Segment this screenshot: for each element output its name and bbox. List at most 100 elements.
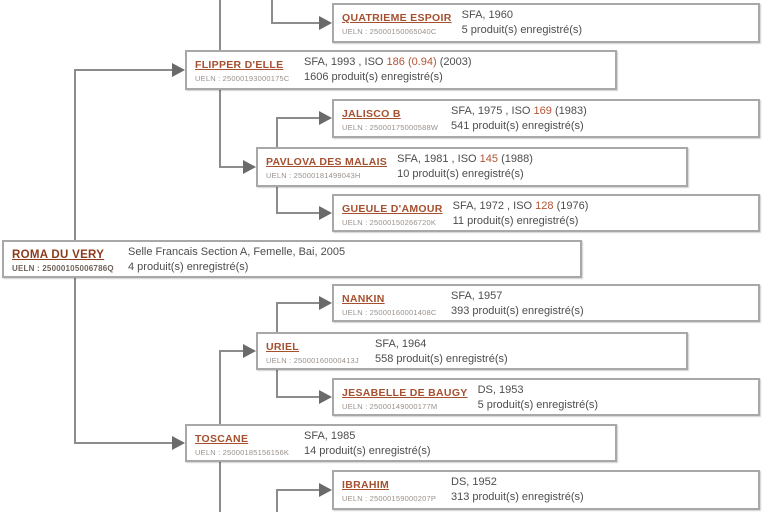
node-details: DS, 1952 313 produit(s) enregistré(s) (451, 475, 584, 505)
node-identity: JESABELLE DE BAUGY UELN : 25000149000177… (342, 383, 468, 412)
horse-products-count: 393 produit(s) enregistré(s) (451, 305, 584, 317)
horse-info: SFA, 1985 (304, 430, 356, 442)
arrow-icon (172, 63, 185, 77)
horse-name-link[interactable]: JALISCO B (342, 108, 401, 120)
horse-ueln: UELN : 25000185156156K (195, 448, 290, 457)
horse-products-count: 10 produit(s) enregistré(s) (397, 168, 524, 180)
node-uriel: URIEL UELN : 25000160000413J SFA, 1964 5… (256, 332, 688, 370)
horse-ueln: UELN : 25000193000175C (195, 74, 290, 83)
node-nankin: NANKIN UELN : 25000160001408C SFA, 1957 … (332, 284, 760, 322)
node-details: Selle Francais Section A, Femelle, Bai, … (128, 245, 345, 275)
connector-hline (219, 350, 243, 352)
node-identity: QUATRIEME ESPOIR UELN : 25000150065040C (342, 8, 452, 37)
node-identity: PAVLOVA DES MALAIS UELN : 25000181499043… (266, 152, 387, 181)
horse-name-link[interactable]: NANKIN (342, 293, 385, 305)
node-details: SFA, 1993 , ISO 186 (0.94) (2003) 1606 p… (304, 55, 472, 85)
node-details: SFA, 1964 558 produit(s) enregistré(s) (375, 337, 508, 367)
horse-name-link[interactable]: ROMA DU VERY (12, 249, 105, 261)
arrow-icon (319, 111, 332, 125)
node-quatrieme-espoir: QUATRIEME ESPOIR UELN : 25000150065040C … (332, 3, 760, 43)
horse-products-count: 14 produit(s) enregistré(s) (304, 445, 431, 457)
horse-name-link[interactable]: IBRAHIM (342, 479, 390, 491)
node-identity: IBRAHIM UELN : 25000159000207P (342, 475, 441, 504)
horse-info: SFA, 1972 , ISO 128 (1976) (452, 200, 589, 212)
connector-vline (219, 0, 221, 50)
horse-name-link[interactable]: QUATRIEME ESPOIR (342, 12, 452, 24)
horse-info: DS, 1952 (451, 476, 497, 488)
horse-products-count: 11 produit(s) enregistré(s) (452, 215, 579, 227)
horse-name-link[interactable]: TOSCANE (195, 433, 249, 445)
node-roma-du-very-root: ROMA DU VERY UELN : 25000105006786Q Sell… (2, 240, 582, 278)
horse-info: SFA, 1960 (461, 9, 513, 21)
connector-vline (276, 118, 278, 147)
node-details: SFA, 1960 5 produit(s) enregistré(s) (462, 8, 582, 38)
horse-ueln: UELN : 25000150266720K (342, 218, 437, 227)
node-details: SFA, 1985 14 produit(s) enregistré(s) (304, 429, 431, 459)
horse-products-count: 558 produit(s) enregistré(s) (375, 353, 508, 365)
connector-vline (74, 70, 76, 240)
horse-info: SFA, 1964 (375, 338, 427, 350)
horse-info: DS, 1953 (477, 384, 524, 396)
horse-name-link[interactable]: FLIPPER D'ELLE (195, 59, 284, 71)
arrow-icon (319, 483, 332, 497)
horse-info: SFA, 1957 (451, 290, 503, 302)
connector-vline (219, 462, 221, 512)
connector-hline (74, 442, 172, 444)
connector-hline (276, 302, 319, 304)
horse-products-count: 4 produit(s) enregistré(s) (128, 261, 249, 273)
horse-ueln: UELN : 25000160000413J (266, 356, 359, 365)
arrow-icon (319, 16, 332, 30)
node-identity: FLIPPER D'ELLE UELN : 25000193000175C (195, 55, 294, 84)
node-details: DS, 1953 5 produit(s) enregistré(s) (478, 383, 598, 413)
connector-hline (276, 396, 319, 398)
horse-info: SFA, 1981 , ISO 145 (1988) (397, 153, 533, 165)
node-details: SFA, 1981 , ISO 145 (1988) 10 produit(s)… (397, 152, 533, 182)
horse-ueln: UELN : 25000175000588W (342, 123, 439, 132)
horse-name-link[interactable]: URIEL (266, 341, 299, 353)
node-jalisco-b: JALISCO B UELN : 25000175000588W SFA, 19… (332, 99, 760, 138)
node-ibrahim: IBRAHIM UELN : 25000159000207P DS, 1952 … (332, 470, 760, 510)
connector-hline (219, 166, 243, 168)
connector-vline (219, 90, 221, 168)
arrow-icon (319, 296, 332, 310)
horse-ueln: UELN : 25000149000177M (342, 402, 438, 411)
node-identity: NANKIN UELN : 25000160001408C (342, 289, 441, 318)
connector-hline (276, 117, 319, 119)
node-details: SFA, 1975 , ISO 169 (1983) 541 produit(s… (451, 104, 587, 134)
horse-ueln: UELN : 25000181499043H (266, 171, 361, 180)
node-toscane: TOSCANE UELN : 25000185156156K SFA, 1985… (185, 424, 617, 462)
arrow-icon (319, 206, 332, 220)
node-identity: JALISCO B UELN : 25000175000588W (342, 104, 441, 133)
horse-info: Selle Francais Section A, Femelle, Bai, … (128, 246, 346, 258)
connector-vline (276, 490, 278, 512)
horse-ueln: UELN : 25000160001408C (342, 308, 437, 317)
horse-ueln: UELN : 25000150065040C (342, 27, 437, 36)
connector-hline (271, 22, 319, 24)
horse-products-count: 5 produit(s) enregistré(s) (477, 399, 599, 411)
node-jesabelle-de-baugy: JESABELLE DE BAUGY UELN : 25000149000177… (332, 378, 760, 416)
node-identity: URIEL UELN : 25000160000413J (266, 337, 365, 366)
horse-info: SFA, 1975 , ISO 169 (1983) (451, 105, 587, 117)
connector-vline (271, 0, 273, 24)
node-flipper-d-elle: FLIPPER D'ELLE UELN : 25000193000175C SF… (185, 50, 617, 90)
horse-info: SFA, 1993 , ISO 186 (0.94) (2003) (304, 56, 472, 68)
horse-name-link[interactable]: GUEULE D'AMOUR (342, 203, 443, 215)
connector-vline (276, 370, 278, 398)
horse-ueln: UELN : 25000105006786Q (12, 264, 114, 273)
horse-products-count: 541 produit(s) enregistré(s) (451, 120, 584, 132)
node-details: SFA, 1972 , ISO 128 (1976) 11 produit(s)… (453, 199, 589, 229)
horse-products-count: 5 produit(s) enregistré(s) (461, 24, 583, 36)
connector-vline (276, 303, 278, 332)
horse-products-count: 1606 produit(s) enregistré(s) (304, 71, 443, 83)
horse-name-link[interactable]: PAVLOVA DES MALAIS (266, 156, 388, 168)
connector-vline (276, 187, 278, 214)
connector-hline (74, 69, 172, 71)
horse-name-link[interactable]: JESABELLE DE BAUGY (342, 387, 468, 399)
connector-hline (276, 212, 319, 214)
arrow-icon (243, 344, 256, 358)
connector-vline (219, 351, 221, 424)
connector-vline (74, 278, 76, 444)
node-identity: GUEULE D'AMOUR UELN : 25000150266720K (342, 199, 443, 228)
arrow-icon (243, 160, 256, 174)
